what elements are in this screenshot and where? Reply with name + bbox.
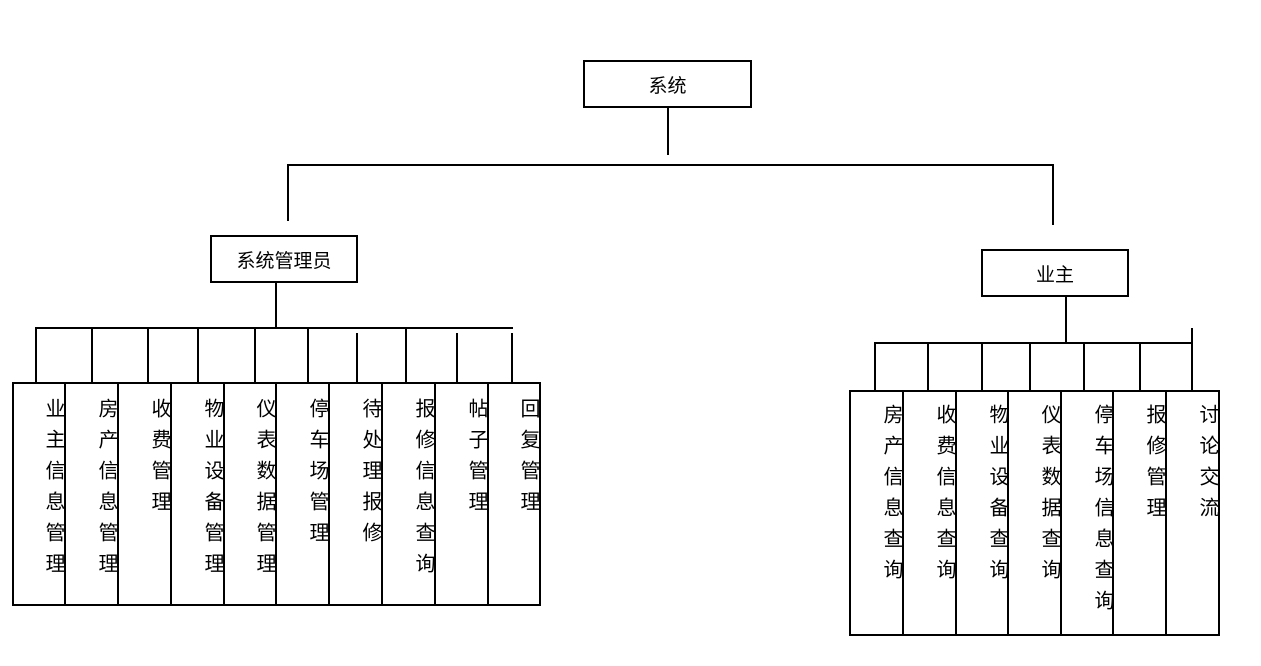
admin-node: 系统管理员 — [210, 235, 358, 283]
connector-admin-drop — [287, 164, 289, 221]
owner-leaf-1: 房产信息查询 — [849, 390, 904, 636]
drop-admin-1 — [35, 327, 37, 383]
admin-leaf-7: 待处理报修 — [328, 382, 383, 606]
admin-leaf-1-label: 业主信息管理 — [42, 398, 66, 584]
admin-leaf-4: 物业设备管理 — [170, 382, 225, 606]
admin-leaf-9: 帖子管理 — [434, 382, 489, 606]
drop-admin-3 — [147, 327, 149, 383]
owner-leaf-6: 报修管理 — [1112, 390, 1167, 636]
owner-leaf-7: 讨论交流 — [1165, 390, 1220, 636]
admin-leaf-4-label: 物业设备管理 — [201, 398, 225, 584]
connector-owner-tail — [1191, 328, 1193, 343]
drop-admin-7 — [356, 333, 358, 383]
drop-owner-4 — [1029, 342, 1031, 391]
drop-owner-5 — [1083, 342, 1085, 391]
owner-leaf-3: 物业设备查询 — [955, 390, 1010, 636]
admin-leaf-3: 收费管理 — [117, 382, 172, 606]
admin-leaf-5-label: 仪表数据管理 — [253, 398, 277, 584]
connector-owner-drop — [1052, 164, 1054, 225]
admin-leaf-6-label: 停车场管理 — [306, 398, 330, 553]
owner-leaf-4-label: 仪表数据查询 — [1038, 404, 1062, 590]
connector-owner-down — [1065, 297, 1067, 343]
drop-owner-3 — [981, 342, 983, 391]
drop-admin-9 — [456, 333, 458, 383]
drop-admin-5 — [254, 327, 256, 383]
owner-leaf-6-label: 报修管理 — [1143, 404, 1167, 528]
admin-leaf-7-label: 待处理报修 — [359, 398, 383, 553]
owner-leaf-1-label: 房产信息查询 — [880, 404, 904, 590]
owner-leaf-2-label: 收费信息查询 — [933, 404, 957, 590]
admin-leaf-8: 报修信息查询 — [381, 382, 436, 606]
drop-admin-2 — [91, 327, 93, 383]
connector-admin-down — [275, 283, 277, 328]
connector-root-down — [667, 108, 669, 155]
drop-admin-8 — [405, 327, 407, 383]
owner-leaf-5: 停车场信息查询 — [1060, 390, 1115, 636]
admin-leaf-10-label: 回复管理 — [517, 398, 541, 522]
admin-leaf-6: 停车场管理 — [275, 382, 330, 606]
admin-leaf-9-label: 帖子管理 — [465, 398, 489, 522]
admin-node-label: 系统管理员 — [236, 249, 332, 272]
root-node: 系统 — [583, 60, 752, 108]
drop-admin-6 — [307, 327, 309, 383]
admin-leaf-10: 回复管理 — [487, 382, 541, 606]
drop-owner-6 — [1139, 342, 1141, 391]
admin-leaf-3-label: 收费管理 — [148, 398, 172, 522]
drop-owner-1 — [874, 342, 876, 391]
admin-leaf-1: 业主信息管理 — [12, 382, 66, 606]
admin-leaf-5: 仪表数据管理 — [223, 382, 277, 606]
owner-leaf-3-label: 物业设备查询 — [986, 404, 1010, 590]
connector-root-horizontal — [287, 164, 1054, 166]
connector-admin-horizontal — [35, 327, 513, 329]
root-node-label: 系统 — [648, 74, 687, 97]
drop-owner-7 — [1191, 342, 1193, 391]
drop-admin-10 — [511, 333, 513, 383]
owner-leaf-4: 仪表数据查询 — [1007, 390, 1062, 636]
drop-owner-2 — [927, 342, 929, 391]
drop-admin-4 — [197, 327, 199, 383]
owner-leaf-7-label: 讨论交流 — [1196, 404, 1220, 528]
owner-node-label: 业主 — [1035, 263, 1074, 286]
admin-leaf-2: 房产信息管理 — [64, 382, 119, 606]
admin-leaf-8-label: 报修信息查询 — [412, 398, 436, 584]
admin-leaf-2-label: 房产信息管理 — [95, 398, 119, 584]
owner-leaf-5-label: 停车场信息查询 — [1091, 404, 1115, 621]
owner-leaf-2: 收费信息查询 — [902, 390, 957, 636]
connector-owner-horizontal — [874, 342, 1193, 344]
owner-node: 业主 — [981, 249, 1129, 297]
